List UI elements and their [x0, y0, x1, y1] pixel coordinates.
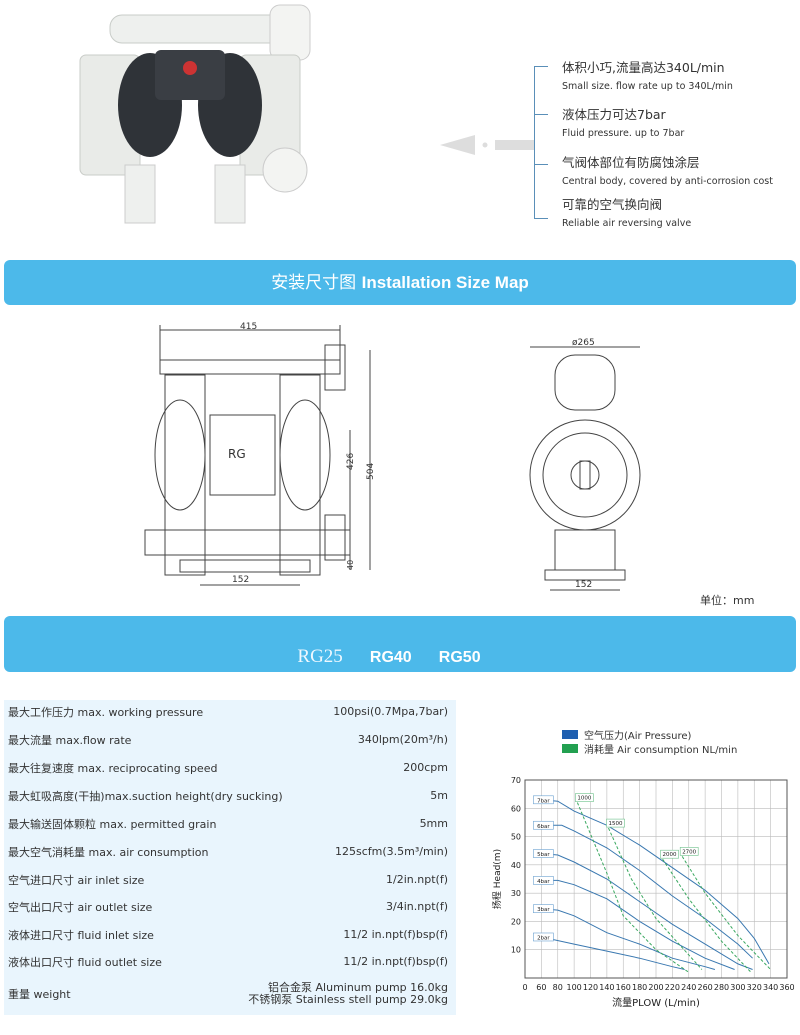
installation-size-banner: 安装尺寸图 Installation Size Map: [4, 260, 796, 305]
svg-text:40: 40: [346, 560, 355, 570]
x-tick-label: 360: [779, 983, 794, 992]
x-tick-label: 0: [522, 983, 527, 992]
curve-label: 2bar: [537, 935, 550, 941]
curve-label: 2700: [682, 849, 696, 855]
curve-label: 4bar: [537, 879, 550, 885]
x-tick-label: 240: [681, 983, 696, 992]
curve-label-box: [660, 849, 679, 859]
x-tick-label: 80: [553, 983, 563, 992]
legend-label: 空气压力(Air Pressure): [584, 729, 692, 742]
curve-label-box: [533, 795, 554, 805]
curve-label: 5bar: [537, 852, 550, 858]
x-tick-label: 100: [566, 983, 581, 992]
curve-label-box: [679, 847, 699, 856]
y-tick-label: 40: [511, 861, 521, 870]
curve-label-box: [533, 904, 554, 913]
model-rg40: RG40: [369, 649, 412, 666]
svg-text:RG: RG: [228, 447, 246, 461]
consumption-curve-2000: [662, 858, 752, 973]
x-tick-label: 300: [730, 983, 745, 992]
pressure-curve-3bar: [541, 908, 716, 970]
x-tick-label: 120: [583, 983, 598, 992]
side-view-drawing: ø265 152: [529, 338, 641, 591]
curve-label-box: [533, 849, 554, 858]
pressure-curve-6bar: [541, 824, 753, 959]
x-tick-label: 340: [763, 983, 778, 992]
svg-text:426: 426: [346, 453, 356, 470]
legend-swatch: [562, 730, 578, 739]
curve-label: 6bar: [537, 824, 550, 830]
curve-label-box: [533, 932, 554, 942]
svg-text:152: 152: [232, 575, 249, 585]
x-tick-label: 200: [648, 983, 663, 992]
x-tick-label: 320: [747, 983, 762, 992]
y-tick-label: 70: [511, 776, 521, 785]
pressure-curve-5bar: [541, 853, 753, 970]
x-axis-label: 流量PLOW (L/min): [612, 996, 700, 1009]
model-banner: RG25 RG40 RG50: [4, 616, 796, 672]
svg-text:415: 415: [240, 322, 257, 332]
x-tick-label: 140: [599, 983, 614, 992]
model-rg25: RG25: [297, 646, 343, 667]
y-tick-label: 50: [511, 833, 521, 842]
y-axis-label: 扬程 Head(m): [491, 849, 503, 909]
svg-text:152: 152: [575, 580, 592, 590]
consumption-curve-1500: [608, 827, 703, 970]
curve-label-box: [575, 793, 594, 802]
legend-label: 消耗量 Air consumption NL/min: [584, 743, 737, 756]
unit-label: 单位：mm: [700, 594, 755, 607]
consumption-curve-2700: [681, 856, 771, 970]
model-rg50: RG50: [438, 649, 481, 666]
x-tick-label: 280: [714, 983, 729, 992]
x-tick-label: 60: [536, 983, 546, 992]
pump-photo: [79, 4, 311, 224]
performance-chart: 空气压力(Air Pressure)消耗量 Air consumption NL…: [491, 729, 795, 1009]
curve-label: 3bar: [537, 907, 550, 913]
pressure-curve-2bar: [541, 936, 685, 970]
plot-frame: [524, 779, 788, 979]
arrow-icon: [440, 135, 535, 155]
front-view-drawing: 415 RG 426 504 40 152: [144, 322, 376, 586]
curve-label: 2000: [663, 852, 677, 858]
y-tick-label: 30: [511, 889, 521, 898]
x-tick-label: 260: [697, 983, 712, 992]
pressure-curve-7bar: [541, 799, 770, 965]
curve-label: 1500: [609, 821, 623, 827]
x-tick-label: 180: [632, 983, 647, 992]
curve-label-box: [533, 876, 554, 885]
x-tick-label: 220: [665, 983, 680, 992]
y-tick-label: 10: [511, 946, 521, 955]
x-tick-label: 160: [616, 983, 631, 992]
svg-text:504: 504: [366, 463, 376, 480]
spec-row: 最大虹吸高度(干抽)max.suction height(dry sucking…: [8, 789, 448, 804]
consumption-curve-1000: [576, 802, 690, 973]
curve-label: 1000: [577, 796, 591, 802]
curve-label-box: [606, 818, 625, 828]
svg-text:ø265: ø265: [572, 338, 595, 348]
curve-label-box: [533, 820, 554, 830]
legend-swatch: [562, 744, 578, 753]
y-tick-label: 60: [511, 804, 521, 813]
pressure-curve-4bar: [541, 879, 735, 970]
curve-label: 7bar: [537, 798, 550, 804]
y-tick-label: 20: [511, 917, 521, 926]
